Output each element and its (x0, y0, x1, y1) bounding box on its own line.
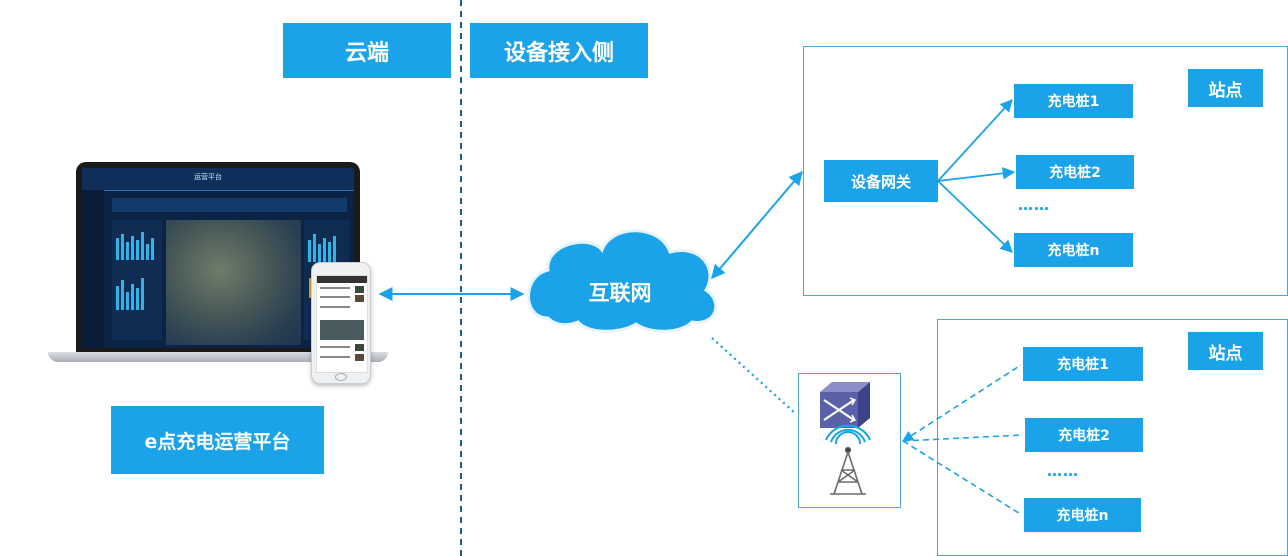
station-bottom-label-box: 站点 (1188, 332, 1263, 370)
gateway-box: 设备网关 (824, 160, 938, 202)
wireless-pile-2-link (902, 434, 1024, 442)
wireless-pile-n-link (902, 440, 1023, 516)
platform-label: e点充电运营平台 (144, 430, 291, 453)
gateway-pile-2-link (937, 167, 1016, 182)
internet-label: 互联网 (588, 281, 652, 305)
station-bottom-pile-2-label: 充电桩2 (1058, 428, 1110, 444)
platform-label-box: e点充电运营平台 (111, 406, 324, 474)
station-top-ellipsis: …… (1018, 196, 1050, 214)
station-bottom-pile-1: 充电桩1 (1023, 347, 1143, 381)
station-bottom-pile-2: 充电桩2 (1025, 418, 1143, 452)
phone-screen (316, 275, 368, 373)
internet-gateway-link (711, 170, 803, 280)
cloud-side-header: 云端 (283, 23, 451, 78)
gateway-label: 设备网关 (850, 172, 911, 191)
device-side-header-label: 设备接入侧 (503, 40, 614, 66)
gateway-pile-n-link (937, 180, 1013, 253)
station-top-pile-1: 充电桩1 (1014, 84, 1133, 118)
screen-title: 运营平台 (194, 173, 222, 181)
laptop-screen: 运营平台 (82, 168, 354, 348)
station-bottom-pile-n-label: 充电桩n (1056, 508, 1109, 524)
laptop-icon: 运营平台 (48, 158, 388, 370)
station-top-pile-2: 充电桩2 (1016, 155, 1134, 189)
station-top-label-box: 站点 (1188, 69, 1263, 107)
station-bottom-label: 站点 (1208, 343, 1243, 364)
station-bottom-ellipsis: …… (1047, 462, 1079, 480)
gateway-pile-1-link (937, 99, 1013, 182)
station-top-pile-2-label: 充电桩2 (1049, 165, 1101, 181)
station-top-pile-1-label: 充电桩1 (1047, 94, 1100, 110)
station-bottom-pile-1-label: 充电桩1 (1057, 357, 1109, 373)
station-top-pile-n: 充电桩n (1014, 233, 1133, 267)
phone-icon (311, 262, 371, 384)
station-top-label: 站点 (1208, 80, 1243, 101)
device-side-header: 设备接入侧 (470, 23, 648, 78)
wireless-pile-1-link (902, 364, 1022, 442)
map-area (166, 220, 301, 345)
internet-wireless-link (711, 337, 797, 415)
cloud-side-header-label: 云端 (344, 40, 389, 66)
station-top-pile-n-label: 充电桩n (1047, 243, 1100, 259)
station-bottom-pile-n: 充电桩n (1024, 498, 1141, 532)
wireless-device-box (798, 373, 901, 508)
